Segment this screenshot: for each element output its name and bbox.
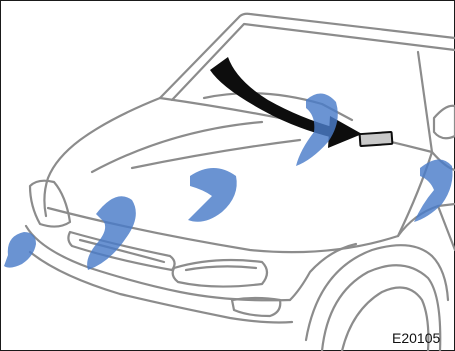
bumper-upper [26,226,290,300]
figure-code: E20105 [392,330,440,346]
headlight-right-inner [186,266,256,270]
roof-inner-edge [172,24,455,100]
arrow-indicator [210,57,362,148]
watermark-mark-2 [87,196,136,270]
a-pillar [418,52,432,152]
watermark-mark-4 [296,93,338,166]
windshield-label [360,132,393,146]
side-body-line [438,206,455,250]
watermark-mark-5 [414,159,453,222]
roof-edge [160,14,455,98]
side-mirror [434,106,455,139]
hood-crease-left [92,122,262,172]
car-outline [26,14,455,351]
hood-outline [44,98,160,216]
headlight-right [173,260,267,287]
watermark-mark-1 [4,232,36,268]
headlight-left [30,181,70,227]
watermark-mark-3 [188,168,237,222]
